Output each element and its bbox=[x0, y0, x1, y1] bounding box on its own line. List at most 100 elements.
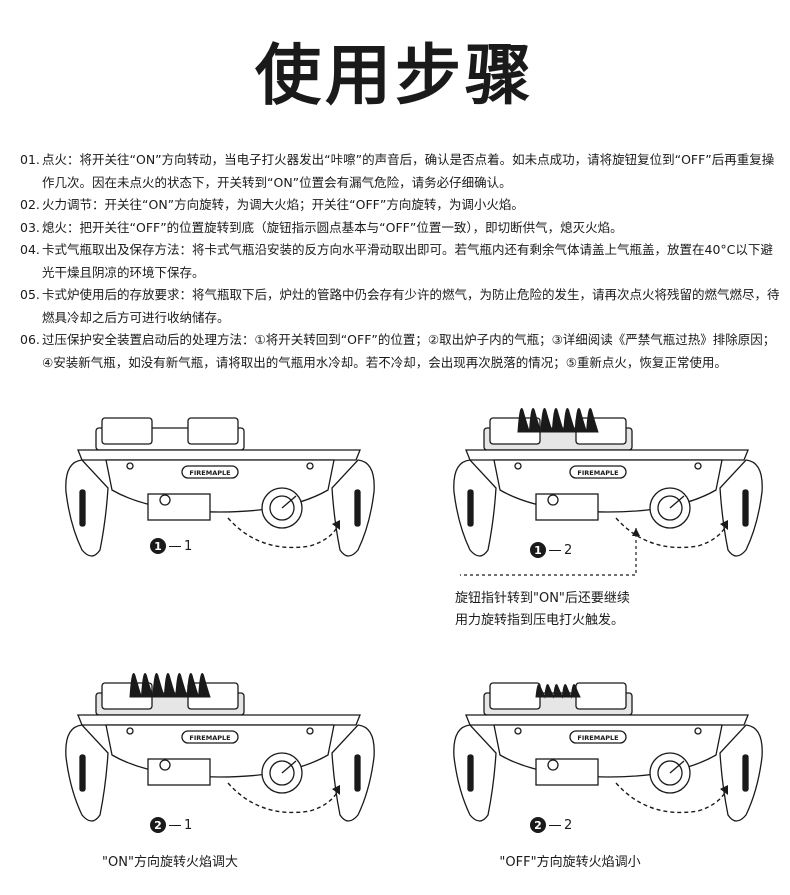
arrow-head-icon bbox=[720, 785, 728, 795]
flame-icon bbox=[129, 673, 211, 698]
caption-line: 旋钮指针转到"ON"后还要继续 bbox=[455, 591, 630, 606]
step-sub-number: 2 bbox=[564, 817, 573, 833]
leg-slot bbox=[467, 754, 474, 792]
rotation-arrow-icon bbox=[227, 782, 339, 814]
dashed-pointer-line bbox=[460, 528, 640, 576]
leg-slot bbox=[79, 489, 86, 527]
step-number: 04. bbox=[20, 242, 40, 257]
flame-icon bbox=[517, 408, 599, 433]
step-number-badge: 2 bbox=[150, 817, 166, 833]
step-number-badge: 1 bbox=[150, 538, 166, 554]
stove-illustration: FIREMAPLE bbox=[453, 408, 763, 557]
step-text: 卡式气瓶取出及保存方法：将卡式气瓶沿安装的反方向水平滑动取出即可。若气瓶内还有剩… bbox=[42, 242, 773, 280]
step-text: 火力调节：开关往“ON”方向旋转，为调大火焰；开关往“OFF”方向旋转，为调小火… bbox=[42, 197, 524, 212]
step-item: 01.点火：将开关往“ON”方向转动，当电子打火器发出“咔嚓”的声音后，确认是否… bbox=[20, 149, 780, 194]
stove-body: FIREMAPLE bbox=[65, 417, 375, 557]
brand-label: FIREMAPLE bbox=[577, 469, 618, 477]
page-title: 使用步骤 bbox=[255, 37, 535, 114]
brand-badge bbox=[181, 465, 239, 479]
stove-body: FIREMAPLE bbox=[453, 682, 763, 822]
step-sub-number: 1 bbox=[184, 817, 193, 833]
brand-label: FIREMAPLE bbox=[189, 734, 230, 742]
steps-list: 01.点火：将开关往“ON”方向转动，当电子打火器发出“咔嚓”的声音后，确认是否… bbox=[20, 149, 780, 374]
stove-body: FIREMAPLE bbox=[453, 417, 763, 557]
figure-2-1-caption: "ON"方向旋转火焰调大 bbox=[102, 855, 238, 870]
screw bbox=[694, 462, 702, 470]
brand-label: FIREMAPLE bbox=[189, 469, 230, 477]
knob-pointer bbox=[669, 495, 685, 509]
pot-support bbox=[187, 417, 239, 445]
pot-support bbox=[575, 682, 627, 710]
screw bbox=[126, 727, 134, 735]
stove-illustration: FIREMAPLE bbox=[65, 417, 375, 557]
step-item: 04.卡式气瓶取出及保存方法：将卡式气瓶沿安装的反方向水平滑动取出即可。若气瓶内… bbox=[20, 239, 780, 284]
step-number: 06. bbox=[20, 332, 40, 347]
step-number: 03. bbox=[20, 219, 40, 235]
step-text: 熄火：把开关往“OFF”的位置旋转到底（旋钮指示圆点基本与“OFF”位置一致），… bbox=[42, 219, 623, 235]
step-text: 过压保护安全装置启动后的处理方法：①将开关转回到“OFF”的位置；②取出炉子内的… bbox=[42, 332, 776, 370]
screw bbox=[514, 727, 522, 735]
pot-support bbox=[489, 682, 541, 710]
pot-support bbox=[101, 417, 153, 445]
leg-slot bbox=[742, 489, 749, 527]
valve-knob bbox=[159, 494, 171, 506]
top-rail bbox=[465, 714, 749, 726]
figure-2-2-caption: "OFF"方向旋转火焰调小 bbox=[499, 855, 641, 870]
leg-slot bbox=[354, 754, 361, 792]
brand-badge bbox=[181, 730, 239, 744]
step-item: 05.卡式炉使用后的存放要求：将气瓶取下后，炉灶的管路中仍会存有少许的燃气，为防… bbox=[20, 284, 780, 329]
step-sub-number: 1 bbox=[184, 538, 193, 554]
brand-badge bbox=[569, 730, 627, 744]
arrow-head-icon bbox=[720, 520, 728, 530]
screw bbox=[126, 462, 134, 470]
step-item: 03.熄火：把开关往“OFF”的位置旋转到底（旋钮指示圆点基本与“OFF”位置一… bbox=[20, 217, 780, 240]
screw bbox=[306, 462, 314, 470]
step-item: 06.过压保护安全装置启动后的处理方法：①将开关转回到“OFF”的位置；②取出炉… bbox=[20, 329, 780, 374]
stove-illustration: FIREMAPLE bbox=[453, 682, 763, 822]
figure-1-2-caption: 旋钮指针转到"ON"后还要继续 用力旋转指到压电打火触发。 bbox=[455, 588, 665, 632]
right-leg bbox=[331, 459, 375, 557]
canister-base bbox=[147, 758, 211, 786]
top-rail bbox=[465, 449, 749, 461]
arrow-head-icon bbox=[332, 785, 340, 795]
brand-badge bbox=[569, 465, 627, 479]
step-number-badge: 1 bbox=[530, 542, 546, 558]
left-leg bbox=[65, 724, 109, 822]
flame-icon bbox=[535, 684, 581, 699]
rotation-arrow-icon bbox=[227, 517, 339, 549]
top-rail bbox=[77, 449, 361, 461]
leg-slot bbox=[467, 489, 474, 527]
step-number: 02. bbox=[20, 197, 40, 212]
screw bbox=[514, 462, 522, 470]
right-leg bbox=[331, 724, 375, 822]
step-number: 01. bbox=[20, 152, 40, 167]
valve-knob bbox=[547, 759, 559, 771]
knob-pointer bbox=[669, 760, 685, 774]
step-number: 05. bbox=[20, 287, 40, 302]
canister-base bbox=[535, 758, 599, 786]
knob-pointer bbox=[281, 760, 297, 774]
screw bbox=[306, 727, 314, 735]
brand-label: FIREMAPLE bbox=[577, 734, 618, 742]
right-leg bbox=[719, 724, 763, 822]
stove-body: FIREMAPLE bbox=[65, 682, 375, 822]
valve-knob bbox=[159, 759, 171, 771]
left-leg bbox=[65, 459, 109, 557]
step-text: 卡式炉使用后的存放要求：将气瓶取下后，炉灶的管路中仍会存有少许的燃气，为防止危险… bbox=[42, 287, 780, 325]
arrow-head-icon bbox=[332, 520, 340, 530]
leg-slot bbox=[354, 489, 361, 527]
step-number-badge: 2 bbox=[530, 817, 546, 833]
canister-base bbox=[535, 493, 599, 521]
leg-slot bbox=[79, 754, 86, 792]
step-item: 02.火力调节：开关往“ON”方向旋转，为调大火焰；开关往“OFF”方向旋转，为… bbox=[20, 194, 780, 217]
rotation-arrow-icon bbox=[615, 782, 727, 814]
stove-illustration: FIREMAPLE bbox=[65, 673, 375, 822]
left-leg bbox=[453, 724, 497, 822]
